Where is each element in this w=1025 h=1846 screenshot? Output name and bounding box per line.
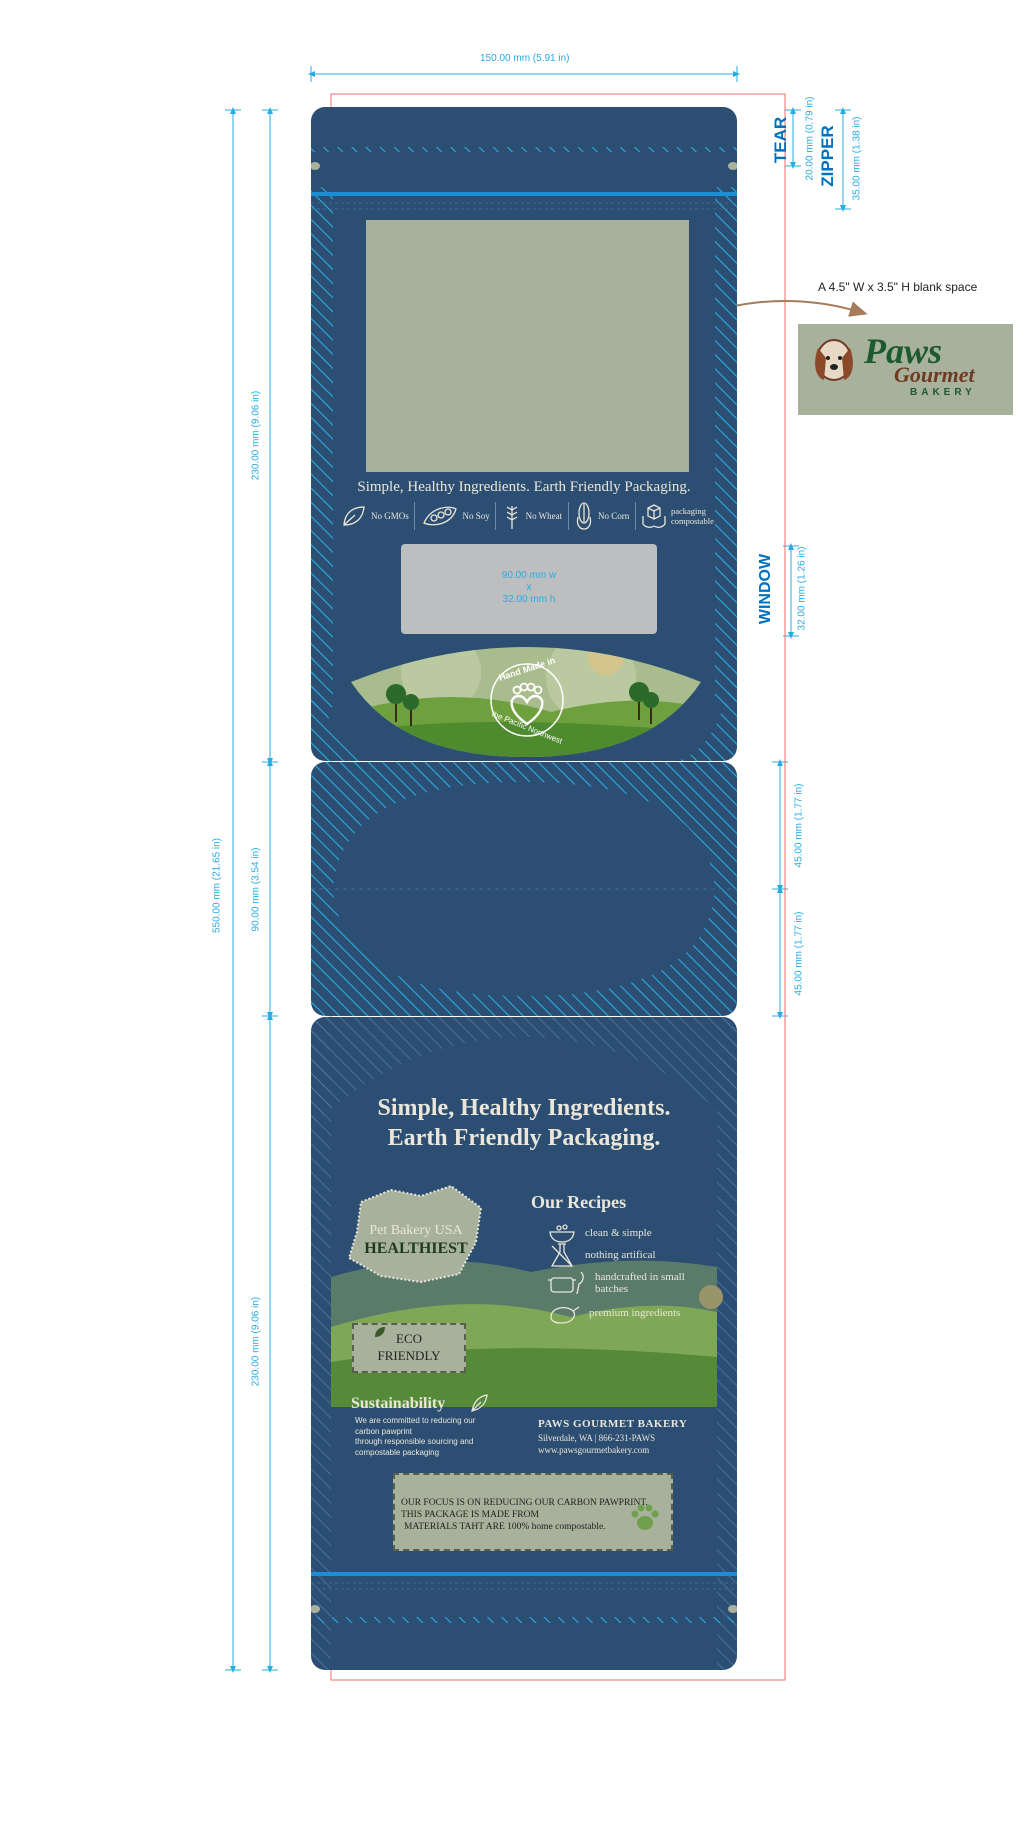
logo-gourmet: Gourmet <box>894 362 975 387</box>
zipper-label: ZIPPER <box>818 125 837 187</box>
focus-line: OUR FOCUS IS ON REDUCING OUR CARBON PAWP… <box>401 1498 648 1508</box>
back-headline-1: Simple, Healthy Ingredients. <box>377 1095 671 1121</box>
dim-window: 32.00 mm (1.26 in) <box>796 546 808 631</box>
company-name: PAWS GOURMET BAKERY <box>538 1418 688 1430</box>
dim-tear: 20.00 mm (0.79 in) <box>804 96 816 181</box>
front-panel: Simple, Healthy Ingredients. Earth Frien… <box>311 107 737 761</box>
feature-label: packaging compostable <box>670 506 714 526</box>
eco-line-2: FRIENDLY <box>377 1348 441 1363</box>
soybean-icon <box>422 506 457 526</box>
recipe-item: clean & simple <box>547 1222 727 1244</box>
chicken-icon <box>550 1306 580 1324</box>
dim-gusset-lower: 45.00 mm (1.77 in) <box>793 911 805 996</box>
tear-label: TEAR <box>771 116 790 164</box>
recipes-list: clean & simple nothing artifical handcra… <box>547 1222 727 1326</box>
dim-zipper: 35.00 mm (1.38 in) <box>851 116 863 201</box>
recipe-label: premium ingredients <box>589 1307 681 1319</box>
corn-icon <box>576 502 592 530</box>
focus-line: THIS PACKAGE IS MADE FROM <box>401 1510 539 1520</box>
award-line-1: Pet Bakery USA <box>369 1223 463 1238</box>
eco-friendly-badge: ECO FRIENDLY <box>352 1323 466 1373</box>
recipes-title: Our Recipes <box>531 1192 627 1212</box>
handmade-badge <box>490 663 564 737</box>
company-web: www.pawsgourmetbakery.com <box>538 1445 650 1455</box>
feature-label: No Soy <box>462 511 490 521</box>
feature-no-soy: No Soy <box>421 503 490 529</box>
divider <box>495 502 497 530</box>
sustainability-line: carbon pawprint <box>355 1426 412 1436</box>
feature-label: No Corn <box>597 511 630 521</box>
flask-icon <box>550 1243 574 1267</box>
box-hands-icon <box>642 504 666 528</box>
dim-gusset-upper: 45.00 mm (1.77 in) <box>793 783 805 868</box>
award-blob <box>347 1184 483 1284</box>
recipe-item: nothing artifical <box>547 1243 727 1267</box>
paw-icon <box>631 1504 659 1530</box>
sustainability-title: Sustainability <box>351 1395 446 1412</box>
dim-gusset-height: 90.00 mm (3.54 in) <box>250 847 262 932</box>
focus-line: MATERIALS TAHT ARE 100% home compostable… <box>404 1522 606 1532</box>
logo-bakery: BAKERY <box>910 387 976 398</box>
recipe-item: premium ingredients <box>547 1300 727 1326</box>
blank-label-area <box>366 220 689 472</box>
wheat-icon <box>506 506 517 529</box>
feature-no-corn: No Corn <box>574 501 629 531</box>
recipe-label: nothing artifical <box>585 1249 656 1261</box>
company-address: Silverdale, WA | 866-231-PAWS <box>538 1433 656 1443</box>
bowl-icon <box>549 1224 575 1243</box>
window-placeholder: 90.00 mm w x 32.00 mm h <box>401 544 657 634</box>
recipe-label: clean & simple <box>585 1227 652 1239</box>
feature-label: No Wheat <box>525 511 563 521</box>
front-hatch <box>311 147 737 761</box>
eco-line-1: ECO <box>396 1331 422 1346</box>
back-panel: Simple, Healthy Ingredients. Earth Frien… <box>311 1017 737 1670</box>
award-line-2: HEALTHIEST <box>364 1240 468 1257</box>
divider <box>414 502 416 530</box>
gusset-hatch <box>311 762 737 1016</box>
feature-row: No GMOs No Soy No Wheat No Corn packagin… <box>341 499 721 533</box>
window-height-text: 32.00 mm h <box>502 594 556 605</box>
dog-icon <box>815 339 853 381</box>
window-x-text: x <box>526 582 532 593</box>
feature-no-gmos: No GMOs <box>341 503 409 529</box>
leaf-icon <box>343 506 365 526</box>
logo-paws: Paws <box>864 331 943 371</box>
window-label: WINDOW <box>757 553 774 625</box>
window-width-text: 90.00 mm w <box>501 570 557 581</box>
pot-icon <box>548 1271 584 1295</box>
sustainability-line: through responsible sourcing and <box>355 1437 474 1446</box>
sustainability-line: We are committed to reducing our <box>355 1416 476 1425</box>
small-leaf-icon <box>375 1327 385 1337</box>
feature-no-wheat: No Wheat <box>502 502 563 530</box>
blank-space-annotation: A 4.5" W x 3.5" H blank space <box>818 280 978 294</box>
divider <box>567 502 569 530</box>
feature-compostable: packaging compostable <box>641 502 721 530</box>
dim-front-height: 230.00 mm (9.06 in) <box>250 390 262 481</box>
logo-sample: Paws Gourmet BAKERY <box>798 324 1013 415</box>
gusset-panel <box>311 762 737 1016</box>
recipe-label: handcrafted in small batches <box>595 1271 685 1295</box>
divider <box>634 502 636 530</box>
front-tagline: Simple, Healthy Ingredients. Earth Frien… <box>357 479 691 495</box>
dim-total-height: 550.00 mm (21.65 in) <box>211 837 223 934</box>
recipe-item: handcrafted in small batches <box>547 1266 727 1300</box>
dim-total-width: 150.00 mm (5.91 in) <box>480 53 570 64</box>
sustainability-line: compostable packaging <box>355 1447 440 1457</box>
focus-box: OUR FOCUS IS ON REDUCING OUR CARBON PAWP… <box>393 1473 673 1551</box>
dim-back-height: 230.00 mm (9.06 in) <box>250 1296 262 1387</box>
sustainability-text: We are committed to reducing our carbon … <box>355 1416 475 1458</box>
feature-label: No GMOs <box>371 511 409 521</box>
quill-leaf-icon <box>471 1394 488 1412</box>
back-headline-2: Earth Friendly Packaging. <box>387 1125 661 1151</box>
